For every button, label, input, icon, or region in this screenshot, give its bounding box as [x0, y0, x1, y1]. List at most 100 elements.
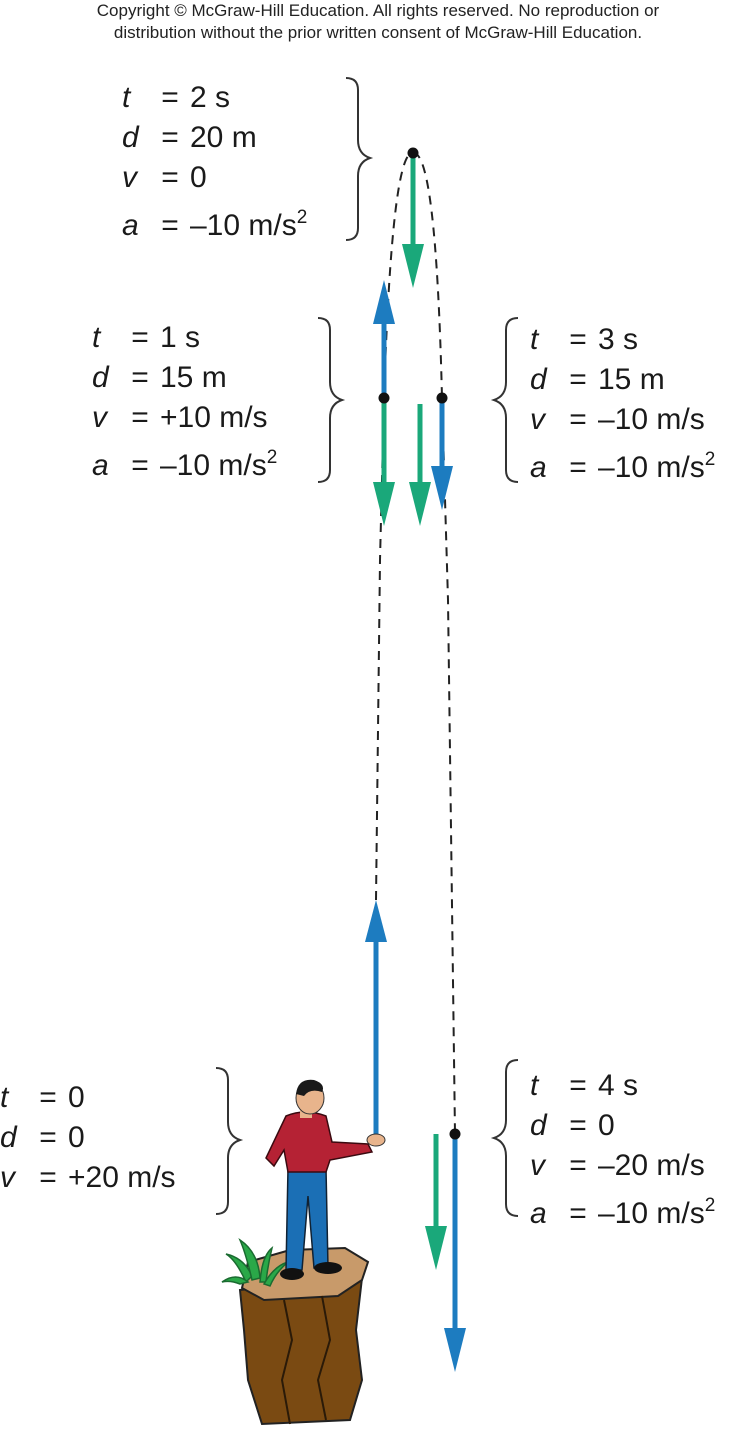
distance-row: d = 15 m	[92, 358, 277, 398]
equals-sign: =	[569, 451, 587, 484]
brace-t1	[317, 317, 346, 483]
state-label-t2: t = 2 s d = 20 m v = 0 a = –10 m/s2	[122, 78, 307, 246]
time-value: 2 s	[190, 81, 231, 114]
var-symbol: v	[530, 403, 545, 436]
equals-sign: =	[131, 401, 149, 434]
var-symbol: d	[0, 1121, 17, 1154]
state-label-t4: t=4 s d=0 v=–20 m/s a=–10 m/s2	[530, 1066, 715, 1234]
brace-t0	[215, 1067, 244, 1215]
time-value: 4 s	[598, 1069, 639, 1102]
velocity-row: v=–20 m/s	[530, 1146, 715, 1186]
equals-sign: =	[569, 1197, 587, 1230]
velocity-value: –20 m/s	[598, 1149, 705, 1182]
distance-value: 0	[598, 1109, 615, 1142]
velocity-arrow-t1	[373, 280, 395, 398]
velocity-value: 0	[190, 161, 207, 194]
var-symbol: t	[530, 1069, 539, 1102]
state-label-t1: t=1 s d=15 m v=+10 m/s a=–10 m/s2	[92, 318, 277, 486]
equals-sign: =	[569, 1149, 587, 1182]
acceleration-row: a = –10 m/s2	[122, 198, 307, 246]
distance-value: 15 m	[160, 361, 227, 394]
var-symbol: v	[122, 161, 137, 194]
cliff-icon	[238, 1246, 370, 1426]
equals-sign: =	[161, 161, 179, 194]
equals-sign: =	[131, 449, 149, 482]
equals-sign: =	[39, 1161, 57, 1194]
velocity-row: v = 0	[122, 158, 307, 198]
exponent: 2	[704, 1195, 716, 1216]
var-symbol: d	[92, 361, 109, 394]
velocity-value: +10 m/s	[160, 401, 268, 434]
ball-position-t2	[407, 147, 419, 159]
acceleration-arrow-t1	[373, 402, 395, 526]
distance-row: d = 15 m	[530, 360, 715, 400]
acceleration-value: –10 m/s	[190, 209, 297, 242]
acceleration-value: –10 m/s	[598, 1197, 705, 1230]
equals-sign: =	[161, 209, 179, 242]
equals-sign: =	[131, 361, 149, 394]
velocity-arrow-t3	[431, 398, 453, 510]
var-symbol: a	[122, 209, 139, 242]
var-symbol: d	[122, 121, 139, 154]
equals-sign: =	[569, 323, 587, 356]
velocity-row: v = +20 m/s	[0, 1158, 176, 1198]
exponent: 2	[266, 447, 278, 468]
distance-row: d = 20 m	[122, 118, 307, 158]
velocity-value: –10 m/s	[598, 403, 705, 436]
var-symbol: a	[530, 1197, 547, 1230]
ball-position-t3	[436, 392, 448, 404]
var-symbol: a	[92, 449, 109, 482]
distance-value: 0	[68, 1121, 85, 1154]
velocity-value: +20 m/s	[68, 1161, 176, 1194]
equals-sign: =	[569, 1069, 587, 1102]
state-label-t3: t=3 s d=15 m v=–10 m/s a=–10 m/s2	[530, 320, 715, 488]
velocity-row: v=–10 m/s	[530, 400, 715, 440]
time-row: t = 4 s	[530, 1066, 715, 1106]
var-symbol: d	[530, 1109, 547, 1142]
equals-sign: =	[39, 1081, 57, 1114]
equals-sign: =	[39, 1121, 57, 1154]
equals-sign: =	[131, 321, 149, 354]
time-value: 3 s	[598, 323, 639, 356]
acceleration-row: a = –10 m/s2	[92, 438, 277, 486]
ball-position-t4	[449, 1128, 461, 1140]
var-symbol: t	[122, 81, 131, 114]
equals-sign: =	[161, 121, 179, 154]
person-icon	[265, 1079, 386, 1280]
velocity-arrow-t0	[365, 900, 387, 1134]
ball-position-t1	[378, 392, 390, 404]
time-row: t = 2 s	[122, 78, 307, 118]
var-symbol: v	[92, 401, 107, 434]
acceleration-value: –10 m/s	[160, 449, 267, 482]
var-symbol: t	[0, 1081, 9, 1114]
acceleration-arrow-t2	[402, 156, 424, 288]
equals-sign: =	[569, 363, 587, 396]
brace-t3	[490, 317, 519, 483]
distance-row: d=0	[530, 1106, 715, 1146]
acceleration-arrow-t3	[409, 404, 431, 526]
distance-value: 20 m	[190, 121, 257, 154]
time-row: t = 0	[0, 1078, 176, 1118]
brace-t4	[490, 1059, 519, 1217]
time-value: 0	[68, 1081, 85, 1114]
distance-value: 15 m	[598, 363, 665, 396]
acceleration-arrow-t4	[425, 1134, 447, 1270]
velocity-arrow-t4	[444, 1134, 466, 1372]
time-value: 1 s	[160, 321, 201, 354]
var-symbol: v	[0, 1161, 15, 1194]
acceleration-value: –10 m/s	[598, 451, 705, 484]
exponent: 2	[296, 207, 308, 228]
copyright-line-1: Copyright © McGraw-Hill Education. All r…	[96, 1, 660, 20]
copyright-notice: Copyright © McGraw-Hill Education. All r…	[0, 0, 756, 44]
time-row: t = 3 s	[530, 320, 715, 360]
distance-row: d = 0	[0, 1118, 176, 1158]
exponent: 2	[704, 449, 716, 470]
velocity-row: v = +10 m/s	[92, 398, 277, 438]
var-symbol: t	[530, 323, 539, 356]
var-symbol: d	[530, 363, 547, 396]
var-symbol: a	[530, 451, 547, 484]
copyright-line-2: distribution without the prior written c…	[113, 23, 643, 42]
state-label-t0: t = 0 d = 0 v = +20 m/s	[0, 1078, 176, 1198]
equals-sign: =	[161, 81, 179, 114]
